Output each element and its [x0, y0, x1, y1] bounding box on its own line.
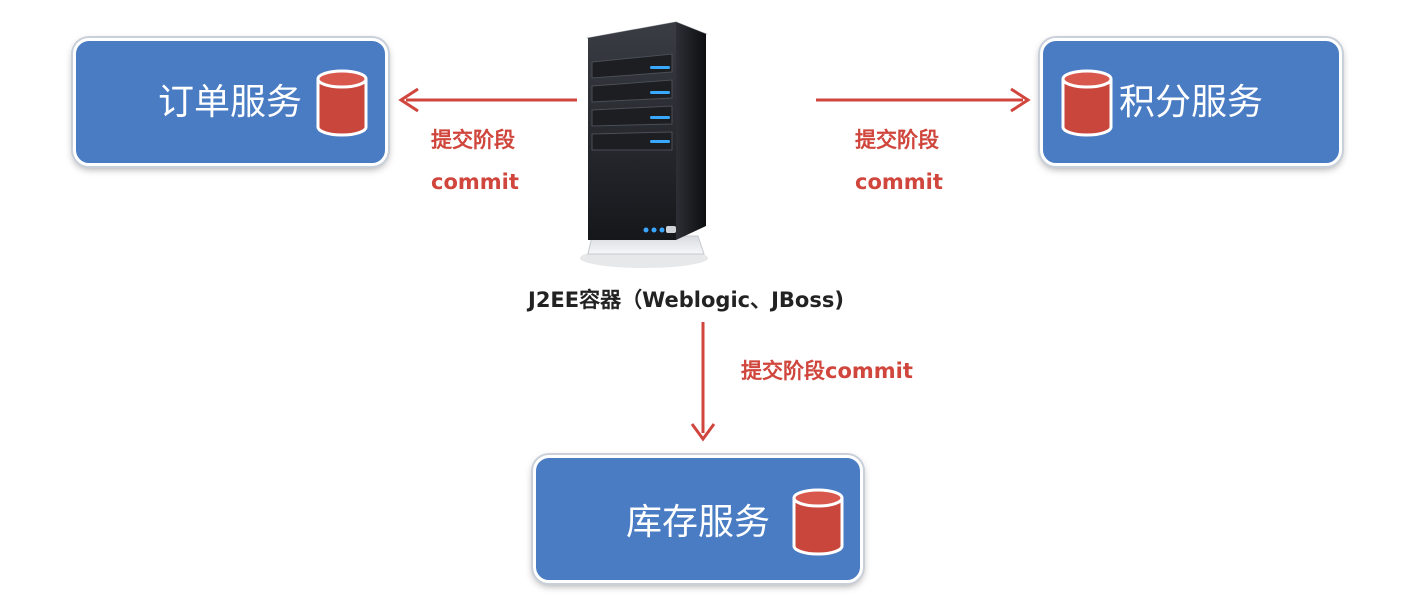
inventory-service-label: 库存服务	[626, 502, 771, 543]
phase-label-right-line1: 提交阶段	[855, 128, 939, 152]
commit-arrowhead-right	[1010, 87, 1031, 113]
database-icon	[1061, 69, 1113, 137]
phase-label-bottom: 提交阶段commit	[741, 359, 913, 383]
container-label: J2EE容器（Weblogic、JBoss)	[528, 288, 844, 312]
inventory-service-box: 库存服务	[533, 455, 863, 583]
phase-label-right-line2: commit	[855, 170, 943, 194]
points-service-label: 积分服务	[1119, 82, 1264, 123]
database-icon	[792, 488, 844, 556]
commit-arrowhead-down	[690, 423, 716, 442]
server-icon	[580, 21, 708, 268]
database-icon	[316, 69, 368, 137]
order-service-box: 订单服务	[73, 38, 388, 166]
phase-label-left-line1: 提交阶段	[431, 128, 515, 152]
points-service-box: 积分服务	[1040, 38, 1342, 166]
phase-label-left-line2: commit	[431, 170, 519, 194]
commit-arrowhead-left	[398, 87, 419, 113]
order-service-label: 订单服务	[158, 82, 303, 123]
